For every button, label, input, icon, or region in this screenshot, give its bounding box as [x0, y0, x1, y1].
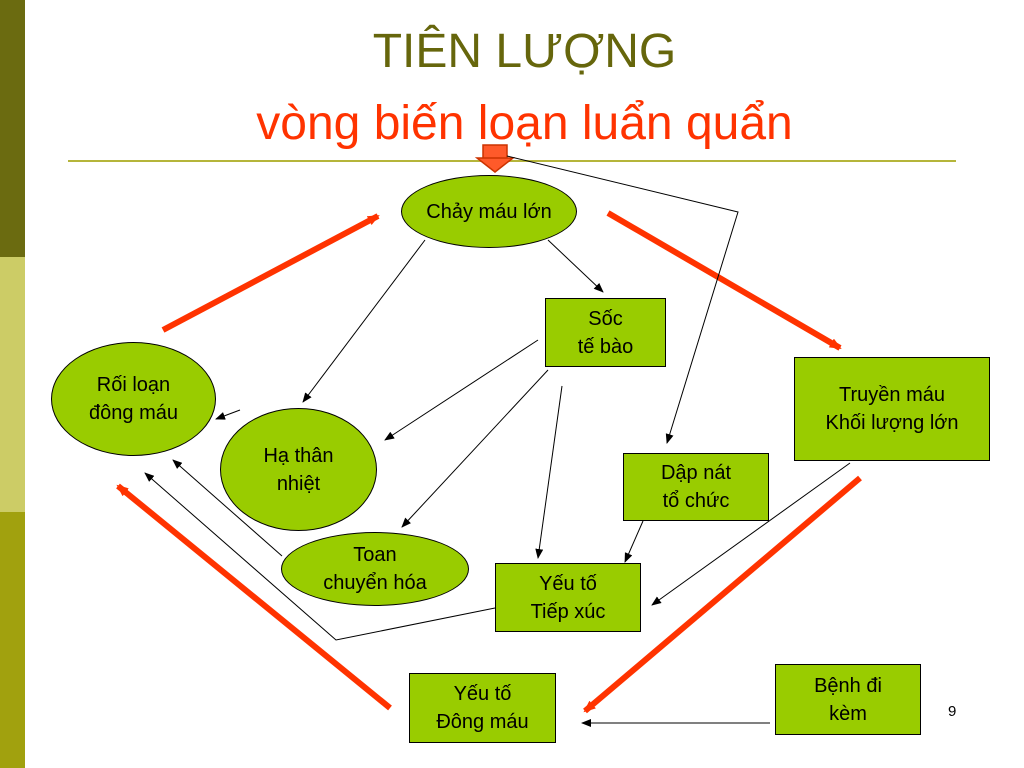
arrow-dap-nat-to-yeu-to-tiep-xuc [624, 520, 644, 563]
node-label: Chảy máu lớn [426, 200, 552, 223]
arrow-toan-chuyen-hoa-to-roi-loan [172, 459, 283, 557]
node-label: Hạ thân nhiệt [263, 444, 334, 495]
node-chay-mau-lon: Chảy máu lớn [401, 175, 577, 248]
node-yeu-to-dong-mau: Yếu tố Đông máu [409, 673, 556, 743]
arrow-truyen-mau-to-yeu-to-tiep-xuc [651, 462, 851, 606]
cycle-arrow-to-roi-loan [116, 483, 392, 711]
arrow-ha-than-nhiet-to-roi-loan [215, 409, 241, 420]
node-benh-di-kem: Bệnh đi kèm [775, 664, 921, 735]
arrow-yeu-to-tiep-xuc-to-roi-loan [144, 472, 496, 641]
arrow-chay-mau-to-soc [547, 239, 604, 293]
cycle-arrow-to-chay-mau [161, 213, 380, 333]
side-strip-middle [0, 257, 25, 512]
arrow-chay-mau-to-dap-nat [506, 155, 739, 444]
node-label: Truyền máu Khối lượng lớn [825, 384, 959, 434]
arrow-soc-to-ha-than-nhiet [384, 339, 539, 441]
arrow-soc-to-yeu-to-tiep-xuc [535, 385, 563, 559]
page-number: 9 [948, 703, 957, 720]
arrow-chay-mau-to-ha-than-nhiet [302, 239, 426, 403]
node-label: Dập nát tổ chức [660, 462, 732, 512]
node-label: Toan chuyển hóa [323, 544, 427, 594]
node-label: Yếu tố Tiếp xúc [530, 572, 606, 623]
side-strip-top [0, 0, 25, 257]
side-strip-bottom [0, 512, 25, 768]
node-toan-chuyen-hoa: Toan chuyển hóa [281, 532, 469, 606]
cycle-arrow-to-truyen-mau [606, 210, 842, 351]
node-label: Yếu tố Đông máu [436, 683, 529, 733]
slide-title: TIÊN LƯỢNG [372, 25, 677, 78]
node-yeu-to-tiep-xuc: Yếu tố Tiếp xúc [495, 563, 641, 632]
node-roi-loan-dong-mau: Rối loạn đông máu [51, 342, 216, 456]
node-label: Sốc tế bào [577, 307, 634, 358]
title-divider [68, 160, 956, 162]
node-dap-nat-to-chuc: Dập nát tổ chức [623, 453, 769, 521]
entry-block-arrow [474, 144, 516, 173]
node-ha-than-nhiet: Hạ thân nhiệt [220, 408, 377, 531]
node-label: Bệnh đi kèm [814, 674, 882, 725]
arrow-soc-to-toan-chuyen-hoa [401, 369, 549, 528]
slide-subtitle: vòng biến loạn luẩn quẩn [256, 97, 793, 150]
cycle-arrow-to-yeu-to-dong-mau [583, 475, 862, 714]
node-soc-te-bao: Sốc tế bào [545, 298, 666, 367]
node-label: Rối loạn đông máu [89, 374, 178, 424]
node-truyen-mau: Truyền máu Khối lượng lớn [794, 357, 990, 461]
